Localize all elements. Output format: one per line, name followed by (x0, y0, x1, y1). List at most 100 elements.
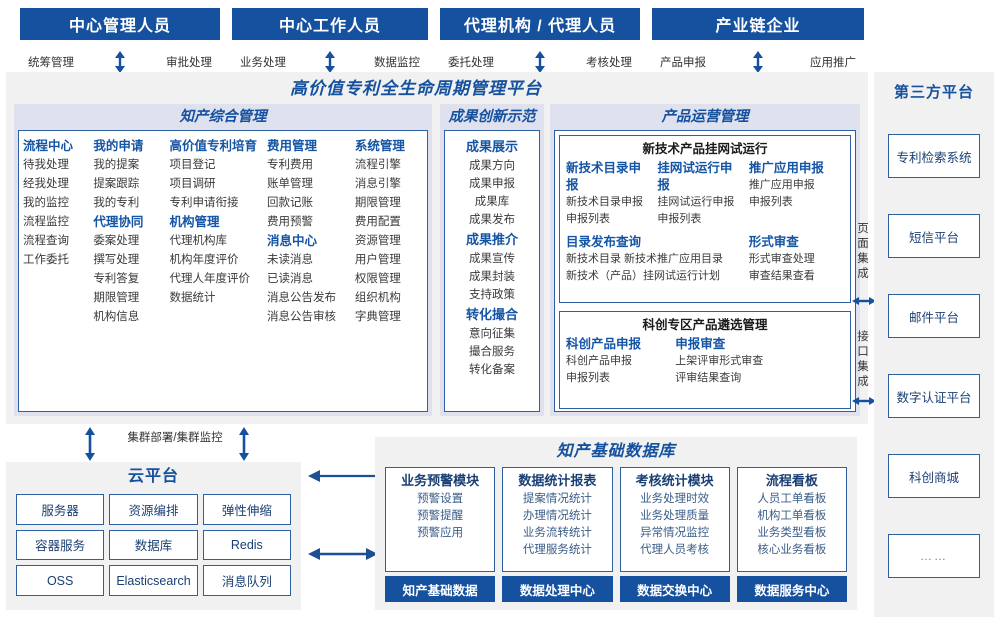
kdb-card-item[interactable]: 预警提醒 (417, 510, 464, 522)
new-tech-trial-item[interactable]: 申报列表 (748, 196, 793, 208)
kdb-card-item[interactable]: 异常情况监控 (640, 527, 710, 539)
ip-menu-item[interactable]: 消息引擎 (354, 178, 401, 190)
catalog-publish-item[interactable]: 形式审查处理 (748, 253, 815, 265)
ip-menu-item[interactable]: 我的监控 (23, 197, 69, 209)
kdb-footer-2[interactable]: 数据交换中心 (619, 576, 730, 602)
achievement-menu-item[interactable]: 成果发布 (469, 214, 515, 226)
achievement-menu-item[interactable]: 撮合服务 (469, 346, 515, 358)
new-tech-trial-item[interactable]: 挂网试运行申报 (657, 196, 735, 208)
ip-menu-item[interactable]: 工作委托 (23, 254, 69, 266)
kdb-card-item[interactable]: 业务流转统计 (522, 527, 592, 539)
achievement-menu-item[interactable]: 转化备案 (469, 364, 515, 376)
ip-menu-item[interactable]: 委案处理 (93, 235, 140, 247)
ip-menu-item[interactable]: 权限管理 (354, 273, 401, 285)
achievement-menu-item[interactable]: 意向征集 (469, 328, 515, 340)
ip-menu-item[interactable]: 组织机构 (354, 292, 401, 304)
kdb-card-item[interactable]: 业务处理质量 (640, 510, 710, 522)
ip-menu-item[interactable]: 提案跟踪 (93, 178, 140, 190)
kdb-card-item[interactable]: 预警设置 (417, 493, 464, 505)
ip-menu-item[interactable]: 待我处理 (23, 159, 69, 171)
third-party-item-1[interactable]: 短信平台 (888, 214, 980, 258)
ip-menu-item[interactable]: 期限管理 (93, 292, 140, 304)
ip-menu-item[interactable]: 专利答复 (93, 273, 140, 285)
sci-innovation-item[interactable]: 上架评审形式审查 (675, 355, 764, 367)
ip-menu-item[interactable]: 资源管理 (354, 235, 401, 247)
catalog-publish-item[interactable]: 新技术（产品）挂网试运行计划 (566, 270, 720, 282)
kdb-card-item[interactable]: 代理服务统计 (522, 544, 592, 556)
ip-menu-item[interactable]: 代理人年度评价 (169, 273, 250, 285)
ip-menu-item[interactable]: 项目登记 (169, 159, 216, 171)
role-title-2[interactable]: 代理机构 / 代理人员 (440, 8, 640, 40)
new-tech-trial-item[interactable]: 申报列表 (657, 213, 702, 225)
ip-menu-item[interactable]: 经我处理 (23, 178, 69, 190)
kdb-card-item[interactable]: 核心业务看板 (757, 544, 827, 556)
new-tech-trial-item[interactable]: 新技术目录申报 (566, 196, 643, 208)
new-tech-trial-item[interactable]: 推广应用申报 (748, 179, 815, 191)
ip-menu-item[interactable]: 项目调研 (169, 178, 216, 190)
achievement-menu-item[interactable]: 成果封装 (469, 271, 515, 283)
cloud-service-6[interactable]: OSS (16, 565, 105, 596)
third-party-item-2[interactable]: 邮件平台 (888, 294, 980, 338)
kdb-footer-0[interactable]: 知产基础数据 (385, 576, 496, 602)
ip-menu-item[interactable]: 专利申请衔接 (169, 197, 239, 209)
achievement-menu-item[interactable]: 成果库 (474, 196, 510, 208)
ip-menu-item[interactable]: 消息公告审核 (267, 311, 337, 323)
ip-menu-item[interactable]: 代理机构库 (169, 235, 227, 247)
third-party-item-5[interactable]: …… (888, 534, 980, 578)
cloud-service-8[interactable]: 消息队列 (202, 565, 291, 596)
kdb-footer-3[interactable]: 数据服务中心 (736, 576, 847, 602)
kdb-card-item[interactable]: 代理人员考核 (640, 544, 710, 556)
ip-menu-item[interactable]: 回款记账 (267, 197, 314, 209)
ip-menu-item[interactable]: 数据统计 (169, 292, 216, 304)
role-title-0[interactable]: 中心管理人员 (20, 8, 220, 40)
cloud-service-5[interactable]: Redis (202, 529, 291, 561)
kdb-card-item[interactable]: 机构工单看板 (757, 510, 827, 522)
kdb-footer-1[interactable]: 数据处理中心 (502, 576, 613, 602)
cloud-service-4[interactable]: 数据库 (109, 529, 198, 561)
ip-menu-item[interactable]: 已读消息 (267, 273, 314, 285)
ip-menu-item[interactable]: 用户管理 (354, 254, 401, 266)
kdb-card-item[interactable]: 预警应用 (417, 527, 464, 539)
sci-innovation-item[interactable]: 评审结果查询 (675, 372, 742, 384)
ip-menu-item[interactable]: 费用配置 (354, 216, 401, 228)
ip-menu-item[interactable]: 期限管理 (354, 197, 401, 209)
ip-menu-item[interactable]: 字典管理 (354, 311, 401, 323)
role-title-3[interactable]: 产业链企业 (652, 8, 864, 40)
role-title-1[interactable]: 中心工作人员 (232, 8, 428, 40)
achievement-menu-item[interactable]: 成果申报 (469, 178, 515, 190)
ip-menu-item[interactable]: 机构信息 (93, 311, 140, 323)
kdb-card-item[interactable]: 提案情况统计 (522, 493, 592, 505)
kdb-card-item[interactable]: 业务类型看板 (757, 527, 827, 539)
third-party-item-3[interactable]: 数字认证平台 (888, 374, 980, 418)
ip-menu-item[interactable]: 账单管理 (267, 178, 314, 190)
ip-menu-item[interactable]: 流程监控 (23, 216, 69, 228)
third-party-item-4[interactable]: 科创商城 (888, 454, 980, 498)
ip-menu-item[interactable]: 未读消息 (267, 254, 314, 266)
third-party-item-0[interactable]: 专利检索系统 (888, 134, 980, 178)
cloud-service-1[interactable]: 资源编排 (109, 494, 198, 525)
catalog-publish-item[interactable]: 审查结果查看 (748, 270, 815, 282)
kdb-card-item[interactable]: 人员工单看板 (757, 493, 827, 505)
cloud-service-0[interactable]: 服务器 (16, 494, 105, 525)
ip-menu-item[interactable]: 机构年度评价 (169, 254, 239, 266)
catalog-publish-item[interactable]: 新技术目录 新技术推广应用目录 (566, 253, 724, 265)
ip-menu-item[interactable]: 费用预警 (267, 216, 314, 228)
sci-innovation-item[interactable]: 申报列表 (566, 372, 610, 384)
ip-menu-item[interactable]: 撰写处理 (93, 254, 140, 266)
ip-menu-item[interactable]: 专利费用 (267, 159, 314, 171)
ip-menu-item[interactable]: 我的专利 (93, 197, 140, 209)
achievement-menu-item[interactable]: 成果方向 (469, 160, 515, 172)
kdb-card-item[interactable]: 办理情况统计 (522, 510, 592, 522)
ip-menu-item[interactable]: 流程引擎 (354, 159, 401, 171)
ip-menu-item[interactable]: 消息公告发布 (267, 292, 337, 304)
ip-menu-item[interactable]: 我的提案 (93, 159, 140, 171)
ip-menu-item[interactable]: 流程查询 (23, 235, 69, 247)
new-tech-trial-item[interactable]: 申报列表 (566, 213, 610, 225)
achievement-menu-item[interactable]: 成果宣传 (469, 253, 515, 265)
sci-innovation-item[interactable]: 科创产品申报 (566, 355, 632, 367)
cloud-service-2[interactable]: 弹性伸缩 (202, 494, 291, 525)
cloud-service-7[interactable]: Elasticsearch (109, 565, 198, 596)
cloud-service-3[interactable]: 容器服务 (16, 529, 105, 561)
achievement-menu-item[interactable]: 支持政策 (469, 289, 515, 301)
kdb-card-item[interactable]: 业务处理时效 (640, 493, 710, 505)
